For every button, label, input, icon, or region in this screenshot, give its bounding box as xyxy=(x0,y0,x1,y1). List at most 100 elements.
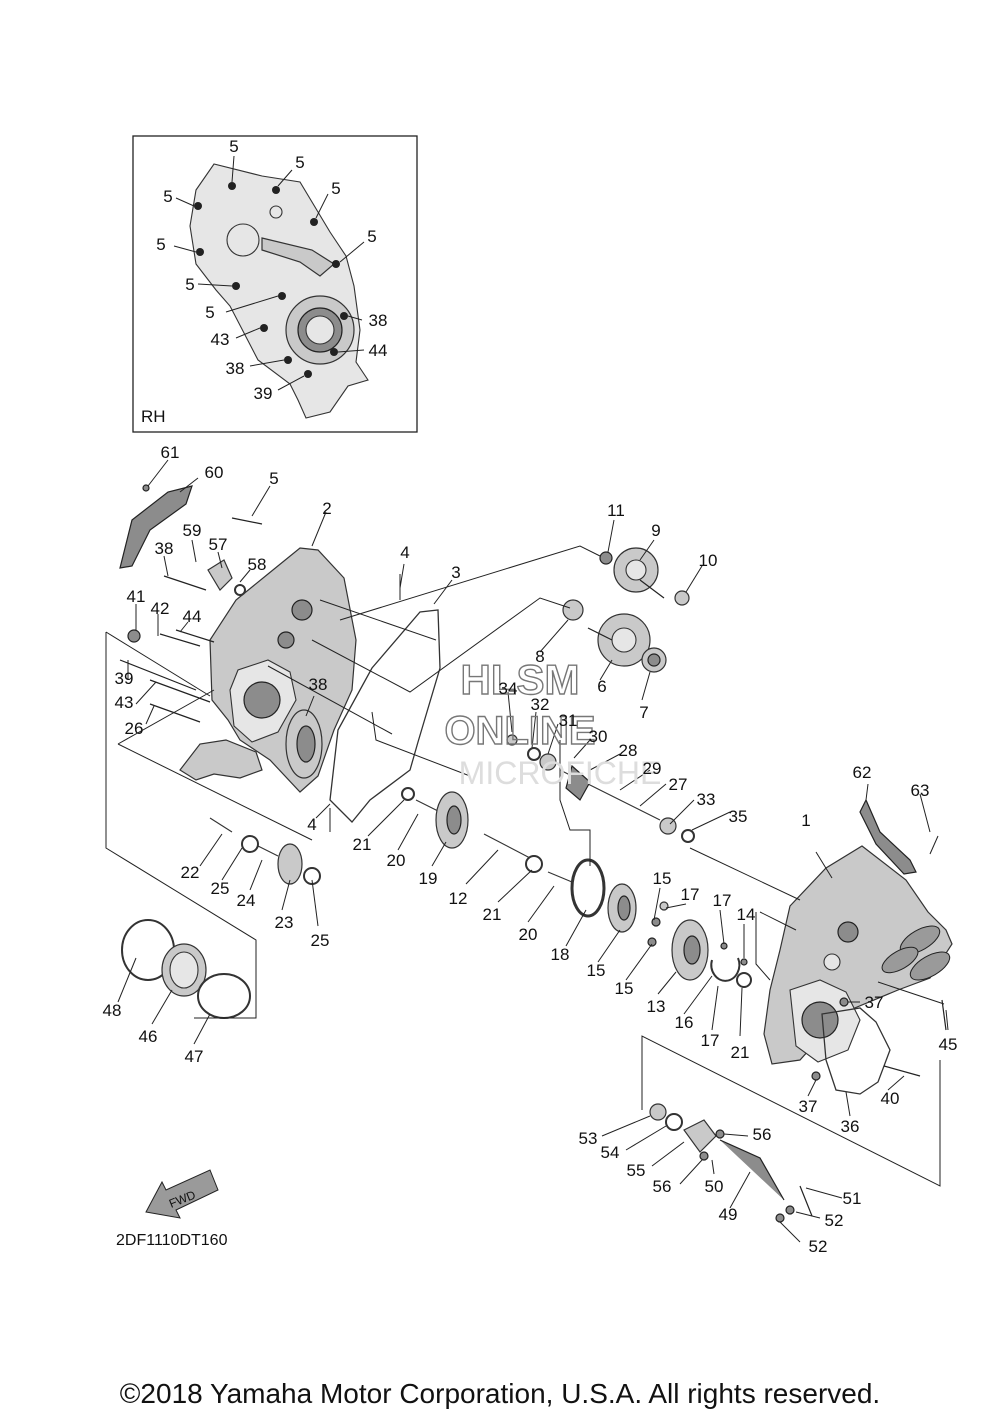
crankcase-left xyxy=(179,547,357,793)
callout-label: 25 xyxy=(211,879,230,898)
inset-callout-label: 5 xyxy=(295,153,304,172)
callout-label: 19 xyxy=(419,869,438,888)
callout-label: 15 xyxy=(615,979,634,998)
callout-label: 46 xyxy=(139,1027,158,1046)
callout-label: 37 xyxy=(865,993,884,1012)
callout-label: 17 xyxy=(713,891,732,910)
callout-label: 30 xyxy=(589,727,608,746)
callout-label: 56 xyxy=(653,1177,672,1196)
bands xyxy=(121,919,251,1019)
callout-label: 21 xyxy=(483,905,502,924)
callout-label: 23 xyxy=(275,913,294,932)
callout-label: 4 xyxy=(307,815,316,834)
inset-callout-label: 5 xyxy=(156,235,165,254)
callout-label: 43 xyxy=(115,693,134,712)
callout-label: 7 xyxy=(639,703,648,722)
callout-label: 62 xyxy=(853,763,872,782)
leader-lines xyxy=(117,459,949,1243)
callout-label: 24 xyxy=(237,891,256,910)
callout-label: 50 xyxy=(705,1177,724,1196)
callout-label: 56 xyxy=(753,1125,772,1144)
callout-label: 38 xyxy=(155,539,174,558)
gear-26 xyxy=(285,709,323,779)
callout-label: 49 xyxy=(719,1205,738,1224)
callout-label: 18 xyxy=(551,945,570,964)
callout-label: 8 xyxy=(535,647,544,666)
gear-9 xyxy=(599,547,690,606)
callout-label: 15 xyxy=(653,869,672,888)
callout-label: 29 xyxy=(643,759,662,778)
callout-label: 33 xyxy=(697,790,716,809)
inset-callout-label: 38 xyxy=(226,359,245,378)
inset-callout-label: 5 xyxy=(367,227,376,246)
callout-label: 16 xyxy=(675,1013,694,1032)
callout-label: 54 xyxy=(601,1143,620,1162)
callout-label: 22 xyxy=(181,863,200,882)
callout-label: 35 xyxy=(729,807,748,826)
shaft-group-center xyxy=(483,833,752,988)
callout-label: 1 xyxy=(801,811,810,830)
crankcase-right xyxy=(763,845,953,1065)
callout-label: 52 xyxy=(825,1211,844,1230)
callout-label: 61 xyxy=(161,443,180,462)
callout-label: 25 xyxy=(311,931,330,950)
inset-callout-label: 5 xyxy=(229,137,238,156)
callout-label: 14 xyxy=(737,905,756,924)
callout-label: 34 xyxy=(499,679,518,698)
assembly-lines xyxy=(105,545,945,1187)
callout-label: 2 xyxy=(322,499,331,518)
callout-label: 17 xyxy=(701,1031,720,1050)
callout-label: 59 xyxy=(183,521,202,540)
shaft-group-left xyxy=(209,787,469,885)
callout-label: 10 xyxy=(699,551,718,570)
inset-callout-label: 43 xyxy=(211,330,230,349)
gasket-36 xyxy=(821,1007,891,1095)
callout-label: 13 xyxy=(647,997,666,1016)
callout-label: 40 xyxy=(881,1089,900,1108)
inset-callout-label: 5 xyxy=(205,303,214,322)
callout-label: 37 xyxy=(799,1097,818,1116)
gear-6 xyxy=(562,599,667,673)
callout-label: 47 xyxy=(185,1047,204,1066)
callout-label: 63 xyxy=(911,781,930,800)
copyright-notice: ©2018 Yamaha Motor Corporation, U.S.A. A… xyxy=(119,1378,881,1409)
callout-label: 51 xyxy=(843,1189,862,1208)
inset-callout-label: 5 xyxy=(163,187,172,206)
callout-label: 52 xyxy=(809,1237,828,1256)
fwd-arrow-icon: FWD xyxy=(145,1169,219,1219)
callout-label: 4 xyxy=(400,543,409,562)
callout-label: 28 xyxy=(619,741,638,760)
callout-label: 9 xyxy=(651,521,660,540)
inset-callout-label: 39 xyxy=(254,384,273,403)
callout-label: 3 xyxy=(451,563,460,582)
callout-label: 17 xyxy=(681,885,700,904)
watermark-line1: HLSM xyxy=(461,656,580,703)
inset-callout-label: 5 xyxy=(185,275,194,294)
oil-pump xyxy=(649,1103,813,1223)
callout-label: 32 xyxy=(531,695,550,714)
inset-label: RH xyxy=(141,407,166,426)
callout-label: 60 xyxy=(205,463,224,482)
inset-callout-label: 38 xyxy=(369,311,388,330)
watermark-line2: ONLINE xyxy=(444,709,595,753)
callout-label: 21 xyxy=(731,1043,750,1062)
callout-label: 21 xyxy=(353,835,372,854)
lever-part xyxy=(859,798,917,875)
callout-label: 44 xyxy=(183,607,202,626)
gasket-part xyxy=(329,609,441,823)
guard-part xyxy=(119,485,193,569)
inset-callout-label: 5 xyxy=(331,179,340,198)
callout-label: 42 xyxy=(151,599,170,618)
callout-label: 53 xyxy=(579,1129,598,1148)
callout-label: 20 xyxy=(519,925,538,944)
callout-label: 5 xyxy=(269,469,278,488)
callout-label: 20 xyxy=(387,851,406,870)
watermark: HLSM ONLINE MICROFICHE xyxy=(444,655,662,791)
inset-callout-label: 44 xyxy=(369,341,388,360)
callout-label: 31 xyxy=(559,711,578,730)
callout-label: 11 xyxy=(607,501,625,520)
callout-label: 26 xyxy=(125,719,144,738)
